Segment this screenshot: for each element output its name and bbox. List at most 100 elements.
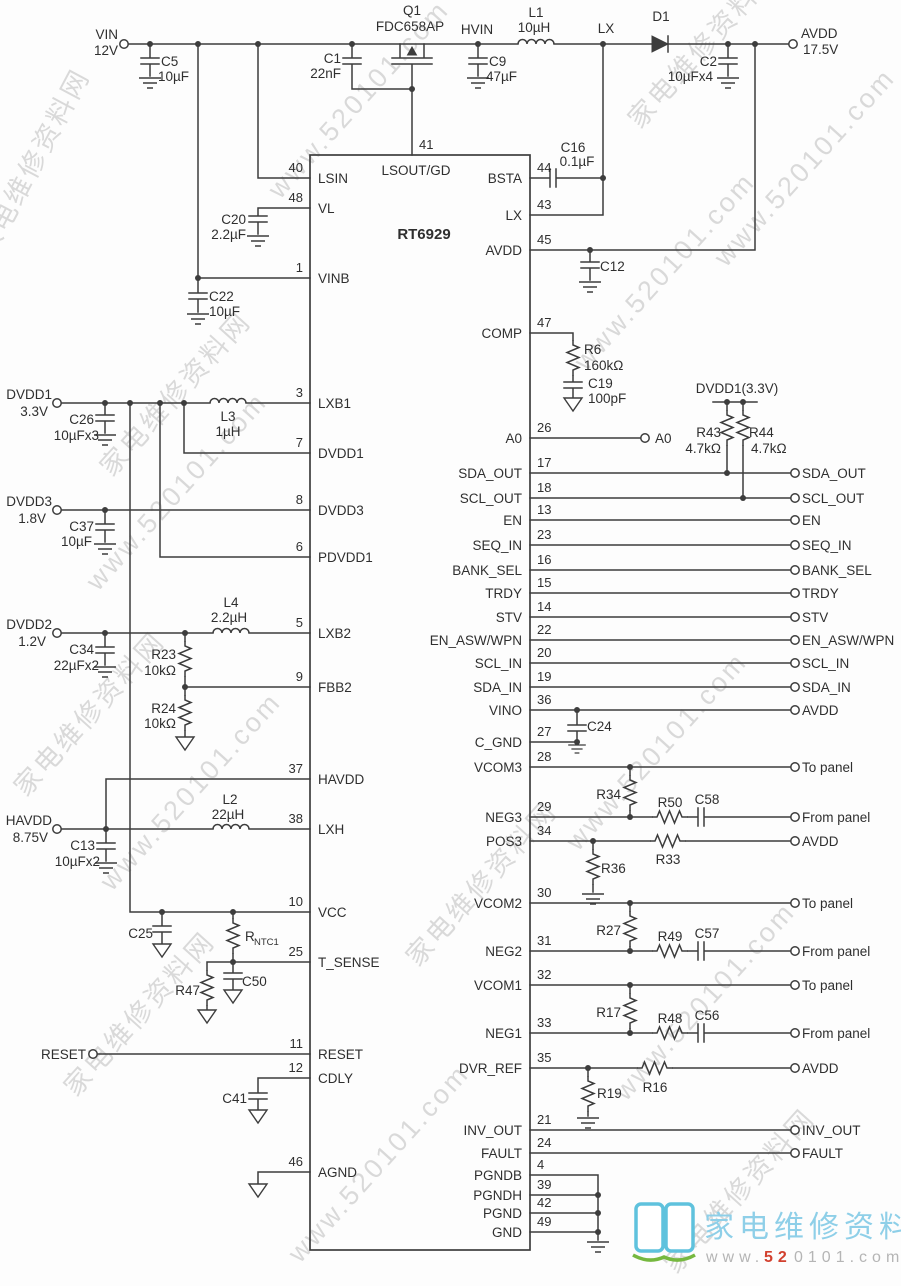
svg-text:22µFx2: 22µFx2	[54, 658, 99, 673]
svg-text:SDA_OUT: SDA_OUT	[458, 466, 522, 481]
reset-terminal	[88, 1049, 98, 1059]
book-icon	[632, 1202, 696, 1262]
avdd-terminal	[788, 39, 798, 49]
svg-text:LXB1: LXB1	[318, 396, 351, 411]
svg-text:R43: R43	[696, 425, 721, 440]
svg-text:17: 17	[537, 455, 551, 470]
component-c41: C41	[222, 1091, 247, 1106]
net-hvin: HVIN	[461, 22, 493, 37]
svg-text:L1: L1	[528, 5, 543, 20]
pin-top-name: LSOUT/GD	[381, 163, 450, 178]
component-c58: C58	[695, 792, 720, 807]
svg-text:C19: C19	[588, 376, 613, 391]
svg-text:SDA_IN: SDA_IN	[802, 680, 851, 695]
svg-text:HAVDD: HAVDD	[318, 772, 365, 787]
a0-terminal	[640, 433, 650, 443]
svg-text:C26: C26	[69, 412, 94, 427]
svg-text:AVDD: AVDD	[802, 834, 839, 849]
net-lx: LX	[598, 21, 615, 36]
svg-text:R33: R33	[656, 852, 681, 867]
svg-text:CDLY: CDLY	[318, 1071, 353, 1086]
svg-text:36: 36	[537, 692, 551, 707]
svg-text:48: 48	[289, 190, 303, 205]
svg-text:SEQ_IN: SEQ_IN	[472, 538, 522, 553]
svg-text:43: 43	[537, 197, 551, 212]
component-c25: C25	[128, 926, 153, 941]
svg-text:22: 22	[537, 622, 551, 637]
logo-url-52: 52	[764, 1249, 792, 1266]
svg-text:4.7kΩ: 4.7kΩ	[685, 441, 721, 456]
svg-text:10kΩ: 10kΩ	[144, 663, 176, 678]
svg-text:4.7kΩ: 4.7kΩ	[751, 441, 787, 456]
watermark-url: www.520101.com	[93, 686, 287, 896]
svg-text:DVDD1: DVDD1	[318, 446, 364, 461]
svg-text:C13: C13	[70, 838, 95, 853]
junction-dots	[102, 41, 758, 1235]
svg-text:23: 23	[537, 527, 551, 542]
svg-text:10µF: 10µF	[209, 304, 240, 319]
watermark-url: www.520101.com	[559, 646, 753, 856]
svg-text:L2: L2	[222, 792, 237, 807]
svg-text:LX: LX	[505, 208, 522, 223]
svg-text:VINB: VINB	[318, 271, 350, 286]
svg-text:AVDD: AVDD	[802, 1061, 839, 1076]
net-dvdd1-rail: DVDD1(3.3V)	[696, 381, 779, 396]
component-c50: C50	[242, 974, 267, 989]
site-logo: 家电维修资料网 www. 52 0101.com	[632, 1202, 901, 1266]
svg-text:C24: C24	[587, 719, 612, 734]
svg-text:20: 20	[537, 645, 551, 660]
svg-text:PDVDD1: PDVDD1	[318, 550, 373, 565]
svg-text:33: 33	[537, 1015, 551, 1030]
svg-text:C20: C20	[221, 212, 246, 227]
svg-text:C16: C16	[561, 140, 586, 155]
svg-text:From panel: From panel	[802, 944, 870, 959]
svg-text:R44: R44	[749, 425, 774, 440]
svg-text:28: 28	[537, 749, 551, 764]
svg-text:C41: C41	[222, 1091, 247, 1106]
svg-text:SCL_OUT: SCL_OUT	[460, 491, 522, 506]
svg-text:Q1: Q1	[403, 3, 421, 18]
svg-text:3.3V: 3.3V	[20, 404, 48, 419]
svg-text:R50: R50	[658, 795, 683, 810]
svg-text:C12: C12	[600, 259, 625, 274]
component-r17: R17	[596, 1005, 621, 1020]
watermark-url: www.520101.com	[79, 386, 273, 596]
svg-text:COMP: COMP	[482, 326, 523, 341]
svg-text:10µF: 10µF	[158, 69, 189, 84]
svg-text:21: 21	[537, 1112, 551, 1127]
svg-text:SEQ_IN: SEQ_IN	[802, 538, 852, 553]
wires	[60, 35, 792, 1241]
svg-text:25: 25	[289, 944, 303, 959]
logo-url-www: www.	[705, 1249, 764, 1266]
svg-text:VL: VL	[318, 201, 335, 216]
svg-text:1µH: 1µH	[215, 424, 240, 439]
terminals	[52, 39, 800, 1158]
svg-text:10kΩ: 10kΩ	[144, 716, 176, 731]
svg-text:BSTA: BSTA	[488, 171, 522, 186]
svg-text:R34: R34	[596, 787, 621, 802]
svg-text:VCC: VCC	[318, 905, 347, 920]
